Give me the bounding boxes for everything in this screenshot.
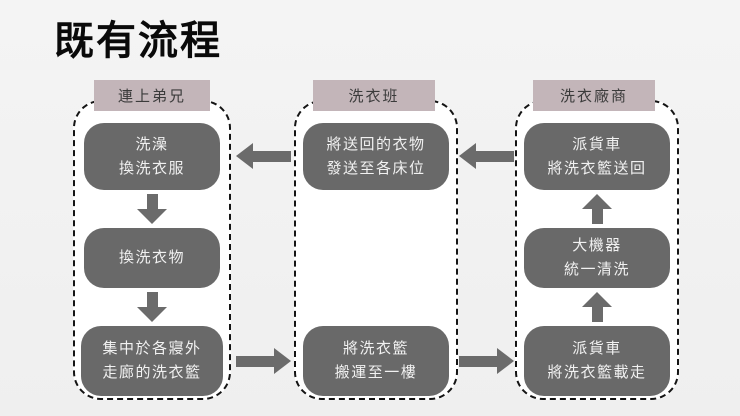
flow-step-line: 發送至各床位 (326, 159, 426, 177)
flow-step-line: 將送回的衣物 (326, 135, 426, 153)
flow-step-distribute-clothes: 將送回的衣物 發送至各床位 (303, 123, 449, 190)
flow-step-collect-baskets: 集中於各寢外 走廊的洗衣籃 (81, 326, 223, 396)
flow-step-line: 將洗衣籃 (342, 340, 409, 357)
arrow-down-icon (137, 292, 167, 322)
arrow-shaft (459, 355, 497, 367)
arrow-right-icon (236, 348, 291, 374)
arrow-head (137, 209, 167, 224)
arrow-right-icon (459, 348, 514, 374)
arrow-left-icon (459, 143, 514, 169)
arrow-shaft (591, 307, 603, 322)
arrow-head (459, 143, 476, 169)
flow-step-line: 換洗衣服 (118, 159, 185, 177)
flow-step-line: 派貨車 (572, 135, 622, 153)
column-header-laundry-vendor: 洗衣廠商 (533, 80, 655, 111)
flow-step-line: 統一清洗 (563, 261, 630, 278)
arrow-up-icon (582, 194, 612, 224)
flow-step-line: 走廊的洗衣籃 (102, 364, 202, 381)
flow-step-move-baskets-downstairs: 將洗衣籃 搬運至一樓 (303, 326, 449, 396)
arrow-head (236, 143, 253, 169)
flow-step-line: 集中於各寢外 (102, 340, 202, 357)
arrow-shaft (236, 355, 274, 367)
flow-step-shower-change: 洗澡 換洗衣服 (84, 123, 220, 190)
flow-step-line: 將洗衣籃載走 (547, 364, 647, 381)
flow-step-truck-return: 派貨車 將洗衣籃送回 (524, 123, 670, 190)
arrow-left-icon (236, 143, 291, 169)
flow-step-change-clothes: 換洗衣物 (84, 228, 220, 288)
arrow-up-icon (582, 292, 612, 322)
arrow-shaft (146, 292, 158, 307)
arrow-shaft (146, 194, 158, 209)
arrow-head (274, 348, 291, 374)
arrow-shaft (253, 150, 291, 162)
flow-step-line: 大機器 (572, 237, 622, 254)
arrow-head (137, 307, 167, 322)
arrow-down-icon (137, 194, 167, 224)
arrow-head (582, 194, 612, 209)
arrow-shaft (591, 209, 603, 224)
flow-step-machine-wash: 大機器 統一清洗 (524, 228, 670, 288)
page-title: 既有流程 (54, 19, 222, 63)
flow-step-line: 換洗衣物 (118, 249, 185, 266)
column-header-laundry-squad: 洗衣班 (313, 80, 435, 111)
flow-step-line: 將洗衣籃送回 (547, 159, 647, 177)
flow-step-line: 搬運至一樓 (334, 364, 418, 381)
arrow-head (497, 348, 514, 374)
flow-step-truck-pickup: 派貨車 將洗衣籃載走 (524, 326, 670, 396)
column-header-dorm-brothers: 連上弟兄 (94, 80, 210, 111)
arrow-head (582, 292, 612, 307)
flow-step-line: 洗澡 (135, 135, 169, 153)
flow-step-line: 派貨車 (572, 340, 622, 357)
arrow-shaft (476, 150, 514, 162)
